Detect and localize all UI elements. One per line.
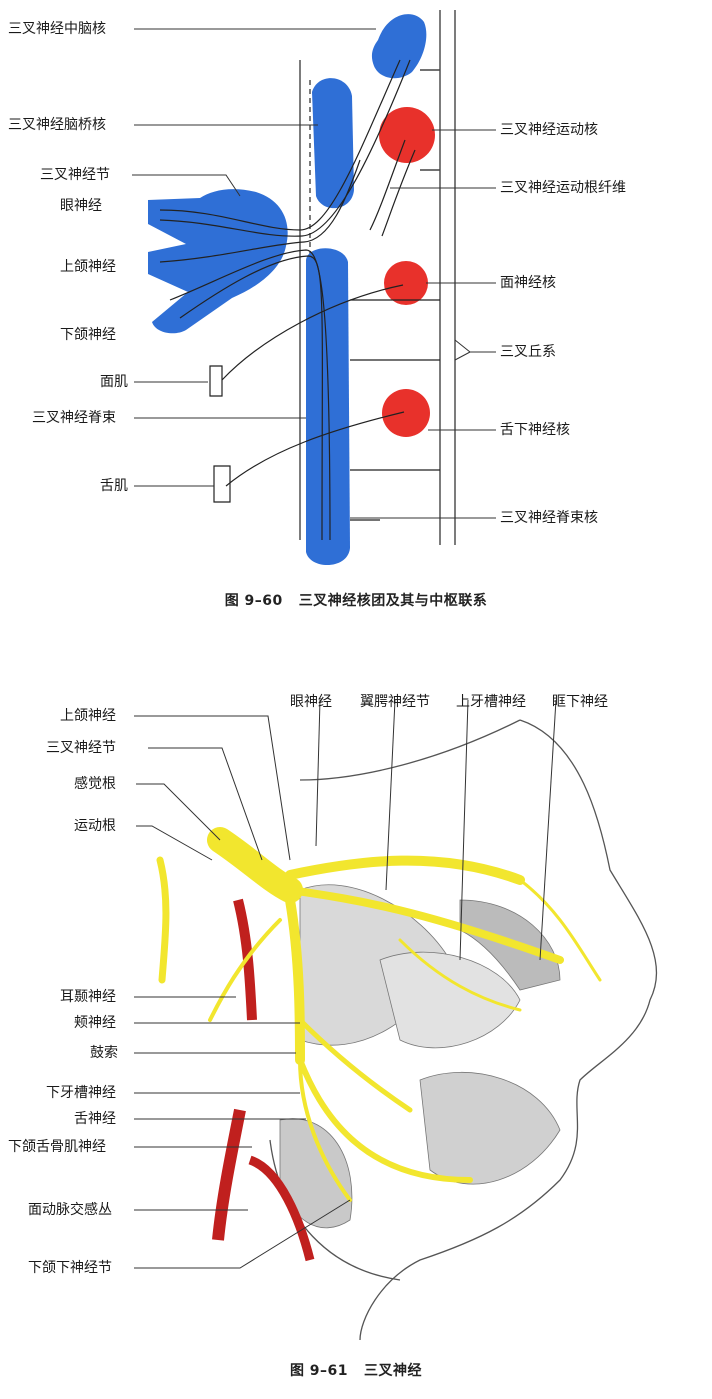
label-maxillary-nerve: 上颌神经	[60, 259, 116, 275]
label-pterygopalatine-ganglion: 翼腭神经节	[360, 694, 430, 710]
label-maxillary-nerve: 上颌神经	[60, 708, 116, 724]
label-sensory-root: 感觉根	[74, 776, 116, 792]
label-facial-nucleus: 面神经核	[500, 275, 556, 291]
caption-fig-9-61: 图 9–61 三叉神经	[0, 1360, 712, 1380]
label-submandibular-ganglion: 下颌下神经节	[28, 1260, 112, 1276]
label-pontine-nucleus: 三叉神经脑桥核	[8, 117, 106, 133]
label-ophthalmic-nerve: 眼神经	[290, 694, 332, 710]
label-trigeminal-ganglion: 三叉神经节	[46, 740, 116, 756]
label-chorda-tympani: 鼓索	[90, 1045, 118, 1061]
hypoglossal-nucleus	[382, 389, 430, 437]
caption-title: 三叉神经	[364, 1363, 422, 1379]
label-inferior-alveolar-nerve: 下牙槽神经	[46, 1085, 116, 1101]
label-facial-artery-plexus: 面动脉交感丛	[28, 1202, 112, 1218]
label-buccal-nerve: 颊神经	[74, 1015, 116, 1031]
caption-title: 三叉神经核团及其与中枢联系	[299, 593, 488, 609]
label-facial-muscle: 面肌	[100, 374, 128, 390]
mesencephalic-nucleus	[372, 14, 426, 78]
label-spinal-tract: 三叉神经脊束	[32, 410, 116, 426]
label-motor-root-fibers: 三叉神经运动根纤维	[500, 180, 626, 196]
label-mylohyoid-nerve: 下颌舌骨肌神经	[8, 1139, 106, 1155]
label-motor-root: 运动根	[74, 818, 116, 834]
spinal-nucleus	[306, 248, 350, 565]
label-mandibular-nerve: 下颌神经	[60, 327, 116, 343]
label-hypoglossal-nucleus: 舌下神经核	[500, 422, 570, 438]
label-lingual-nerve: 舌神经	[74, 1111, 116, 1127]
caption-fig-9-60: 图 9–60 三叉神经核团及其与中枢联系	[0, 590, 712, 610]
figure-9-61: 眼神经 翼腭神经节 上牙槽神经 眶下神经 上颌神经 三叉神经节 感觉根 运动根 …	[0, 660, 712, 1399]
label-motor-nucleus: 三叉神经运动核	[500, 122, 598, 138]
label-spinal-nucleus: 三叉神经脊束核	[500, 510, 598, 526]
facial-nucleus	[384, 261, 428, 305]
label-trigeminal-ganglion: 三叉神经节	[40, 167, 110, 183]
label-mesencephalic-nucleus: 三叉神经中脑核	[8, 21, 106, 37]
label-infraorbital-nerve: 眶下神经	[552, 694, 608, 710]
label-trigeminal-lemniscus: 三叉丘系	[500, 344, 556, 360]
caption-number: 图 9–61	[290, 1363, 348, 1379]
pontine-nucleus	[312, 78, 354, 208]
label-ophthalmic-nerve: 眼神经	[60, 198, 102, 214]
caption-number: 图 9–60	[225, 593, 283, 609]
figure-9-60: 三叉神经中脑核 三叉神经脑桥核 三叉神经节 眼神经 上颌神经 下颌神经 面肌 三…	[0, 0, 712, 620]
trigeminal-nuclei-diagram	[0, 0, 712, 620]
label-superior-alveolar-nerve: 上牙槽神经	[456, 694, 526, 710]
label-tongue-muscle: 舌肌	[100, 478, 128, 494]
label-auriculotemporal-nerve: 耳颞神经	[60, 989, 116, 1005]
